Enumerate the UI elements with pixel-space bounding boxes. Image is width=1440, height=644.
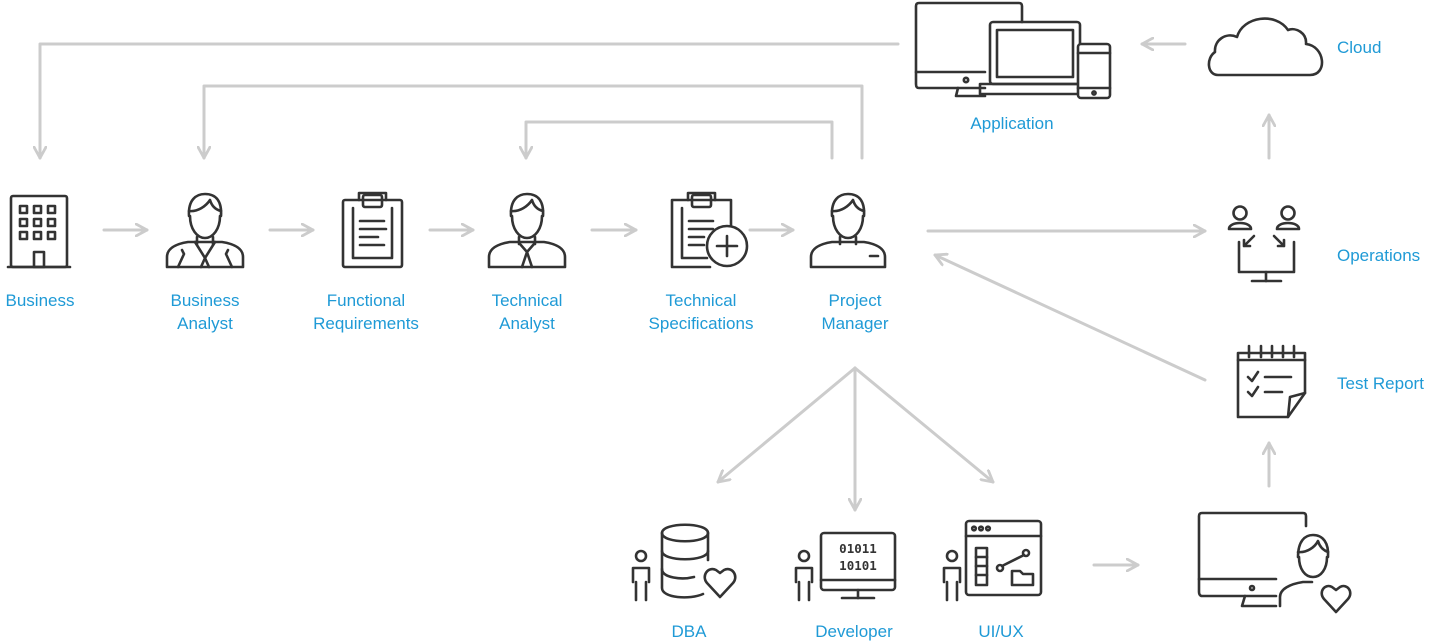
arrow-pm-to-uiux: [853, 366, 995, 484]
label-technical-analyst-line-1: Technical: [491, 291, 563, 310]
label-application-text: Application: [970, 114, 1054, 133]
label-test-report-text: Test Report: [1337, 374, 1424, 393]
uiux-icon: [942, 519, 1043, 602]
label-test-report: Test Report: [1337, 372, 1424, 395]
label-developer-text: Developer: [815, 622, 893, 641]
project-manager-icon: [809, 192, 887, 269]
label-cloud-text: Cloud: [1337, 38, 1382, 57]
arrow-pm-to-business-analyst: [204, 84, 864, 160]
business-analyst-icon: [165, 192, 245, 269]
label-functional-requirements-line-1: Functional: [326, 291, 406, 310]
label-business-analyst: Business Analyst: [171, 289, 240, 335]
arrow-application-to-business: [40, 42, 900, 160]
label-uiux: UI/UX: [978, 620, 1023, 643]
label-project-manager-line-2: Manager: [821, 314, 889, 333]
label-business-analyst-line-2: Analyst: [177, 314, 233, 333]
label-technical-specifications-line-1: Technical: [665, 291, 737, 310]
label-operations-text: Operations: [1337, 246, 1421, 265]
arrow-pm-to-dba: [716, 366, 857, 484]
connectors: [40, 44, 1269, 565]
clipboard-icon: [341, 191, 404, 269]
label-dba-text: DBA: [671, 622, 707, 641]
label-business-analyst-line-1: Business: [170, 291, 240, 310]
label-operations: Operations: [1337, 244, 1420, 267]
label-business: Business: [6, 289, 75, 312]
developer-code-line-1: 01011: [839, 541, 877, 556]
database-icon: [631, 523, 737, 602]
user-monitor-icon: [1197, 511, 1352, 614]
label-uiux-text: UI/UX: [978, 622, 1024, 641]
label-business-text: Business: [5, 291, 75, 310]
label-developer: Developer: [815, 620, 893, 643]
arrow-test-report-to-pm: [933, 255, 1207, 382]
label-project-manager: Project Manager: [821, 289, 888, 335]
label-technical-specifications: Technical Specifications: [649, 289, 754, 335]
label-technical-specifications-line-2: Specifications: [648, 314, 754, 333]
operations-icon: [1227, 205, 1301, 283]
developer-code-line-2: 10101: [839, 558, 877, 573]
developer-icon: 01011 10101: [794, 531, 897, 602]
label-functional-requirements: Functional Requirements: [313, 289, 419, 335]
building-icon: [6, 194, 72, 269]
test-report-icon: [1236, 344, 1307, 419]
label-application: Application: [970, 112, 1053, 135]
devices-icon: [914, 1, 1112, 100]
label-cloud: Cloud: [1337, 36, 1381, 59]
clipboard-plus-icon: [670, 191, 749, 269]
label-project-manager-line-1: Project: [828, 291, 882, 310]
technical-analyst-icon: [487, 192, 567, 269]
label-technical-analyst: Technical Analyst: [492, 289, 563, 335]
label-dba: DBA: [672, 620, 707, 643]
label-functional-requirements-line-2: Requirements: [313, 314, 419, 333]
cloud-icon: [1207, 17, 1324, 77]
label-technical-analyst-line-2: Analyst: [499, 314, 555, 333]
arrow-pm-to-technical-analyst: [526, 120, 834, 160]
